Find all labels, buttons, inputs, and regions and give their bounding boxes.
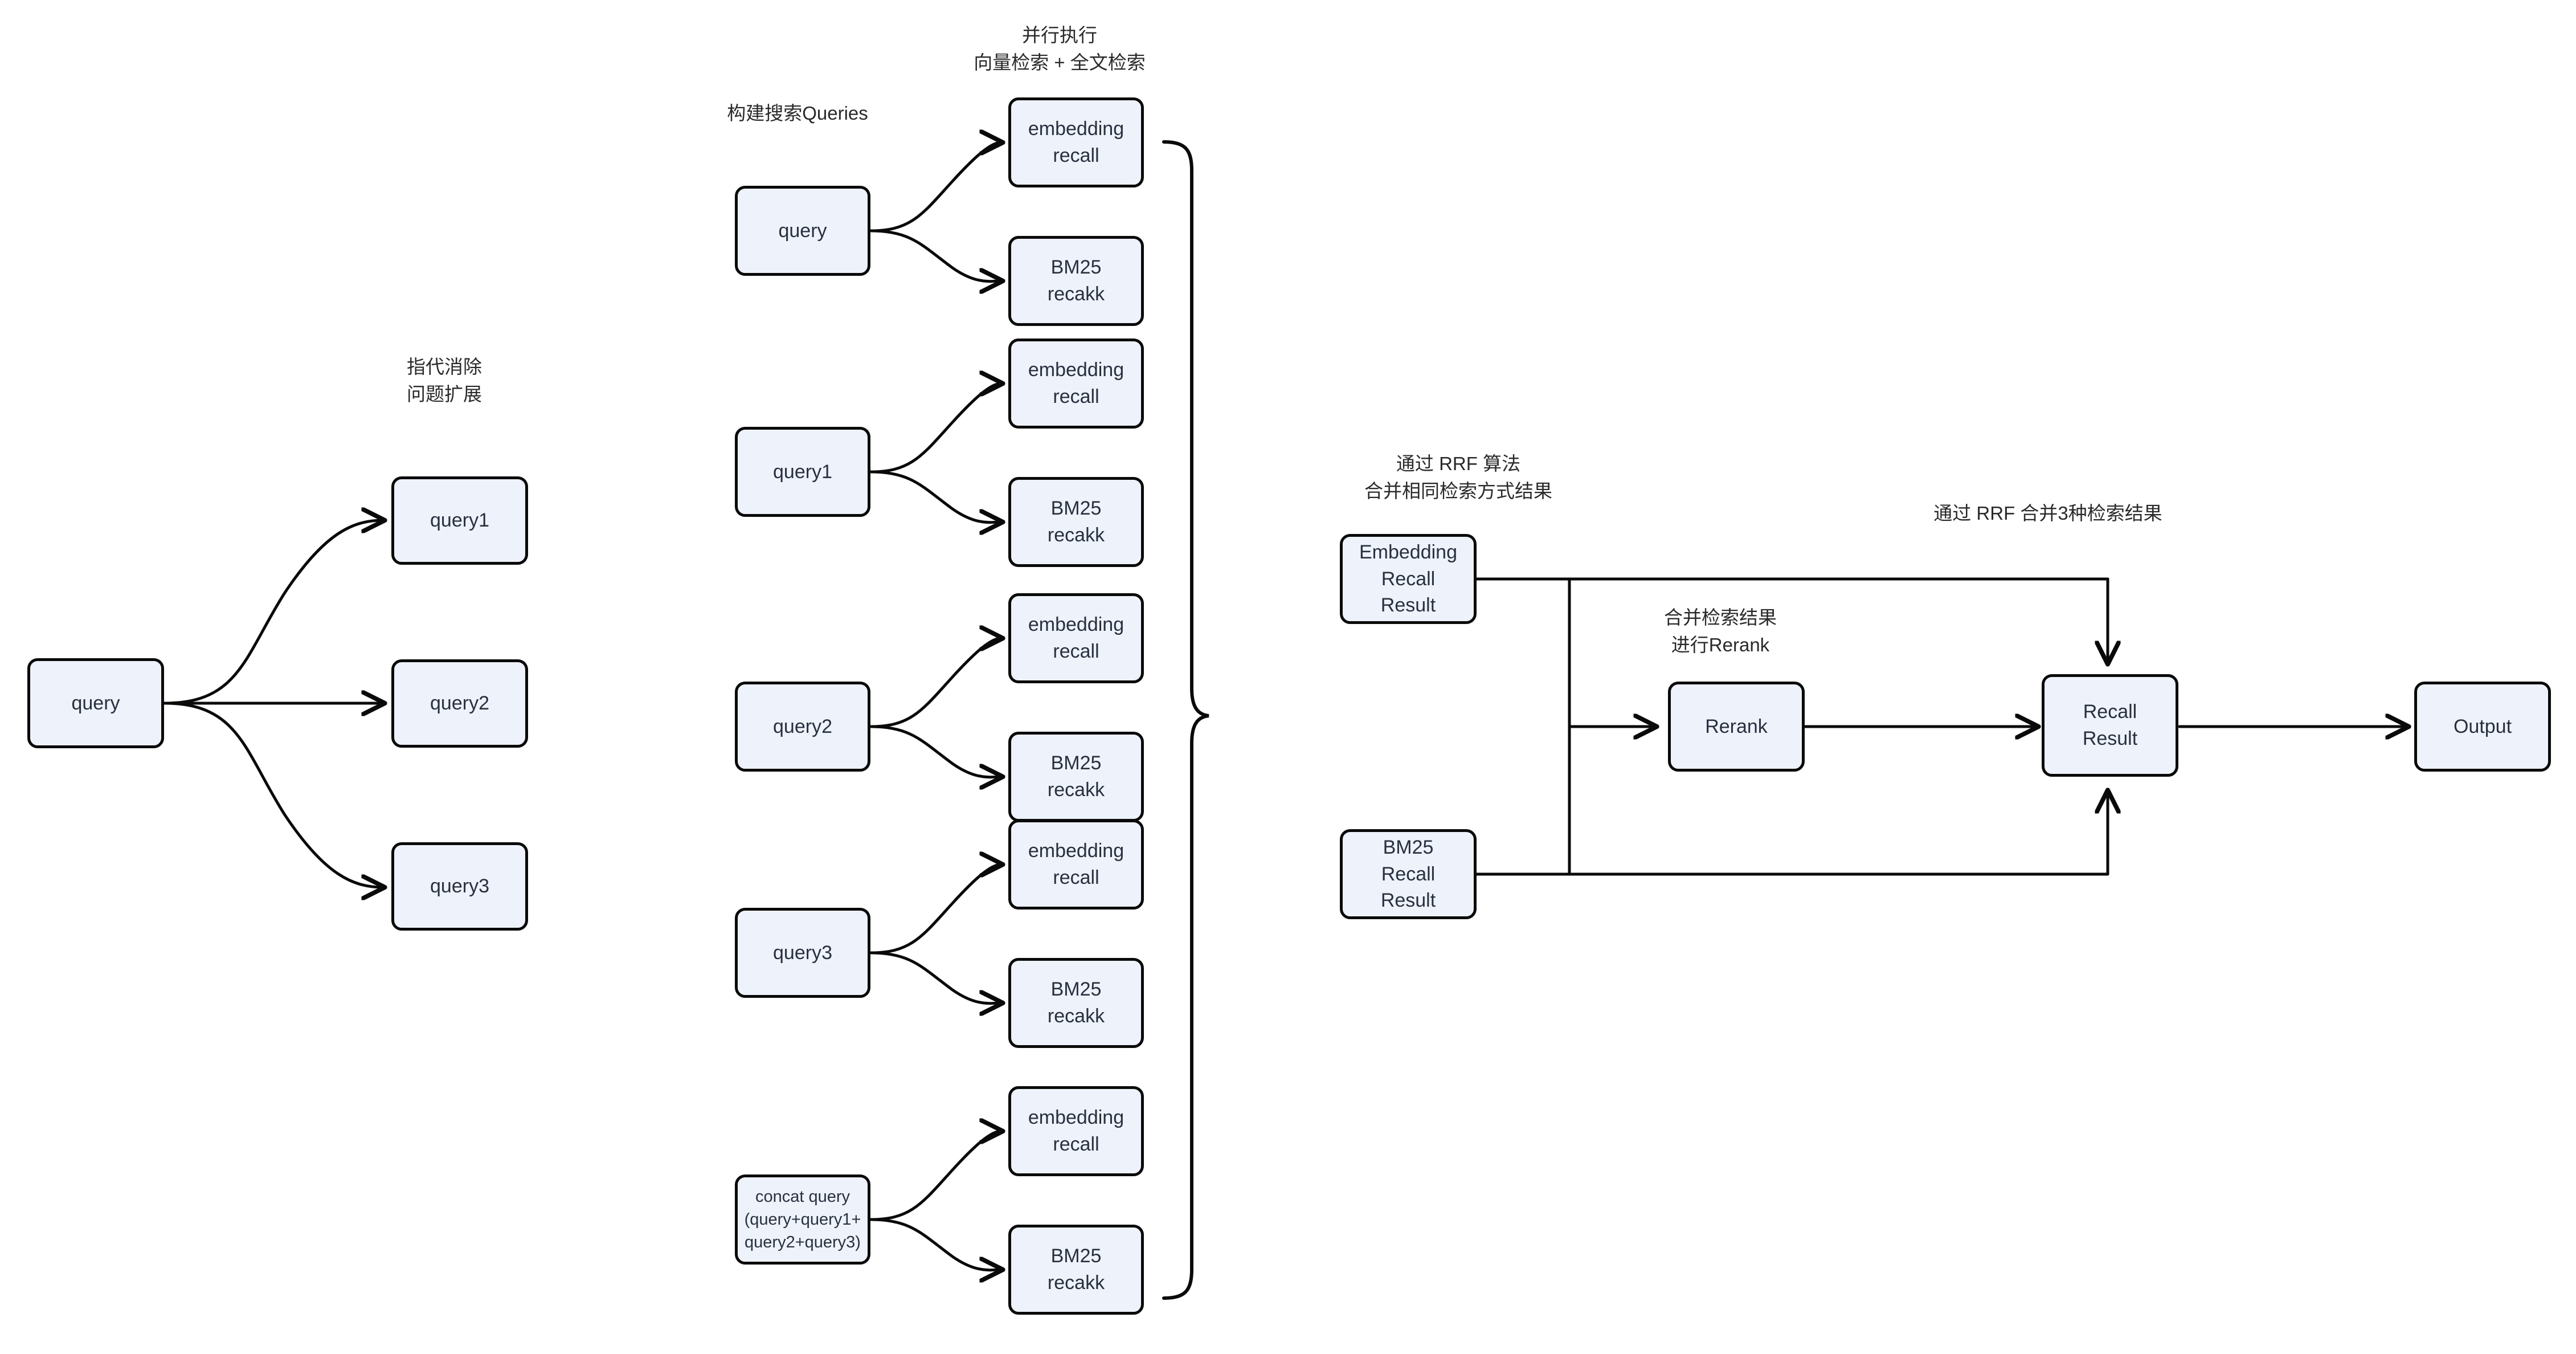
node-recall-result[interactable]: Recall Result bbox=[2042, 674, 2178, 777]
edge-q2-to-bm25 bbox=[869, 725, 1001, 777]
edge-query-to-query1 bbox=[163, 520, 383, 705]
node-stage2-query-3[interactable]: query3 bbox=[735, 908, 870, 998]
node-query1-expanded[interactable]: query1 bbox=[391, 476, 528, 565]
node-output[interactable]: Output bbox=[2414, 682, 2551, 772]
node-bm25-recall-0[interactable]: BM25 recakk bbox=[1008, 236, 1144, 326]
node-stage2-query-2[interactable]: query2 bbox=[735, 682, 870, 772]
node-embedding-recall-1[interactable]: embedding recall bbox=[1008, 338, 1144, 429]
note-rrf-same-method: 通过 RRF 算法 合并相同检索方式结果 bbox=[1364, 453, 1552, 501]
node-embedding-recall-0[interactable]: embedding recall bbox=[1008, 97, 1144, 187]
node-query2-expanded[interactable]: query2 bbox=[391, 659, 528, 748]
edge-q2-to-embed bbox=[869, 638, 1001, 728]
node-embedding-recall-result[interactable]: Embedding Recall Result bbox=[1340, 534, 1477, 624]
node-embedding-recall-2[interactable]: embedding recall bbox=[1008, 593, 1144, 683]
node-embedding-recall-4[interactable]: embedding recall bbox=[1008, 1086, 1144, 1176]
grouping-brace bbox=[1162, 140, 1209, 1300]
node-embedding-recall-3[interactable]: embedding recall bbox=[1008, 819, 1144, 910]
node-stage2-query-1[interactable]: query1 bbox=[735, 427, 870, 517]
node-rerank[interactable]: Rerank bbox=[1668, 682, 1805, 772]
node-query3-expanded[interactable]: query3 bbox=[391, 842, 528, 931]
node-bm25-recall-result[interactable]: BM25 Recall Result bbox=[1340, 829, 1477, 919]
node-query-source[interactable]: query bbox=[27, 658, 164, 748]
edge-q3-to-bm25 bbox=[869, 951, 1001, 1004]
edge-q0-to-embed bbox=[869, 142, 1001, 233]
note-rrf-three-results: 通过 RRF 合并3种检索结果 bbox=[1933, 503, 2162, 524]
node-stage2-query-0[interactable]: query bbox=[735, 186, 870, 276]
note-build-queries: 构建搜索Queries bbox=[727, 103, 868, 124]
note-parallel-execution: 并行执行 向量检索 + 全文检索 bbox=[974, 25, 1146, 73]
node-bm25-recall-4[interactable]: BM25 recakk bbox=[1008, 1225, 1144, 1315]
node-bm25-recall-2[interactable]: BM25 recakk bbox=[1008, 732, 1144, 822]
node-bm25-recall-1[interactable]: BM25 recakk bbox=[1008, 477, 1144, 567]
edge-q1-to-bm25 bbox=[869, 470, 1001, 523]
edge-q1-to-embed bbox=[869, 384, 1001, 474]
edge-concat-to-bm25 bbox=[869, 1218, 1001, 1270]
node-stage2-concat-query[interactable]: concat query (query+query1+ query2+query… bbox=[735, 1174, 870, 1265]
note-rewrite: 指代消除 问题扩展 bbox=[407, 356, 482, 405]
note-merge-rerank: 合并检索结果 进行Rerank bbox=[1664, 607, 1777, 655]
edge-q3-to-embed bbox=[869, 864, 1001, 955]
node-bm25-recall-3[interactable]: BM25 recakk bbox=[1008, 958, 1144, 1048]
edge-q0-to-bm25 bbox=[869, 229, 1001, 282]
edge-query-to-query3 bbox=[163, 702, 383, 887]
edge-concat-to-embed bbox=[869, 1131, 1001, 1221]
